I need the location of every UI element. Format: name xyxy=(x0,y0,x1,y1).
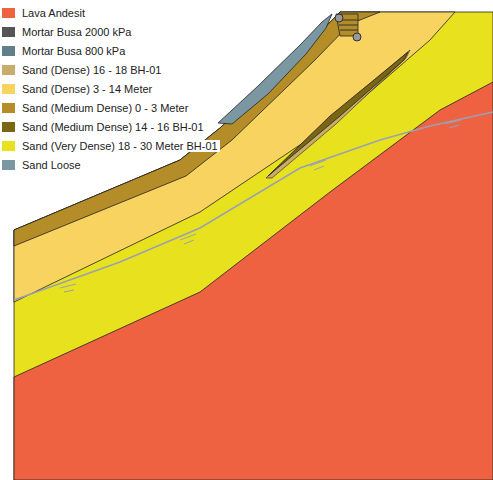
anchor-point xyxy=(353,33,361,41)
legend-text: Mortar Busa 2000 kPa xyxy=(20,26,133,38)
legend-row: Sand (Dense) 3 - 14 Meter xyxy=(2,79,220,98)
mortar-block xyxy=(336,14,358,36)
legend-swatch xyxy=(2,46,15,56)
legend-swatch xyxy=(2,141,15,151)
very-dense-sand xyxy=(14,12,493,480)
legend-swatch xyxy=(2,65,15,75)
water-table xyxy=(14,112,493,300)
legend-swatch xyxy=(2,27,15,37)
legend-swatch xyxy=(2,103,15,113)
legend-text: Lava Andesit xyxy=(20,7,87,19)
legend-text: Sand (Dense) 16 - 18 BH-01 xyxy=(20,64,163,76)
legend-row: Sand (Dense) 16 - 18 BH-01 xyxy=(2,60,220,79)
legend-row: Sand (Medium Dense) 0 - 3 Meter xyxy=(2,98,220,117)
legend-text: Sand (Medium Dense) 0 - 3 Meter xyxy=(20,102,190,114)
legend-swatch xyxy=(2,84,15,94)
legend-row: Mortar Busa 800 kPa xyxy=(2,41,220,60)
legend-text: Sand (Very Dense) 18 - 30 Meter BH-01 xyxy=(20,140,220,152)
legend-row: Sand (Very Dense) 18 - 30 Meter BH-01 xyxy=(2,136,220,155)
legend: Lava AndesitMortar Busa 2000 kPaMortar B… xyxy=(2,3,220,174)
legend-swatch xyxy=(2,8,15,18)
legend-swatch xyxy=(2,160,15,170)
legend-row: Sand (Medium Dense) 14 - 16 BH-01 xyxy=(2,117,220,136)
anchor-point xyxy=(335,14,343,22)
legend-text: Mortar Busa 800 kPa xyxy=(20,45,127,57)
legend-text: Sand (Dense) 3 - 14 Meter xyxy=(20,83,154,95)
legend-row: Lava Andesit xyxy=(2,3,220,22)
legend-swatch xyxy=(2,122,15,132)
lava-andesit xyxy=(14,82,493,480)
legend-row: Sand Loose xyxy=(2,155,220,174)
legend-row: Mortar Busa 2000 kPa xyxy=(2,22,220,41)
legend-text: Sand (Medium Dense) 14 - 16 BH-01 xyxy=(20,121,206,133)
sand-loose xyxy=(218,14,332,124)
legend-text: Sand Loose xyxy=(20,159,83,171)
